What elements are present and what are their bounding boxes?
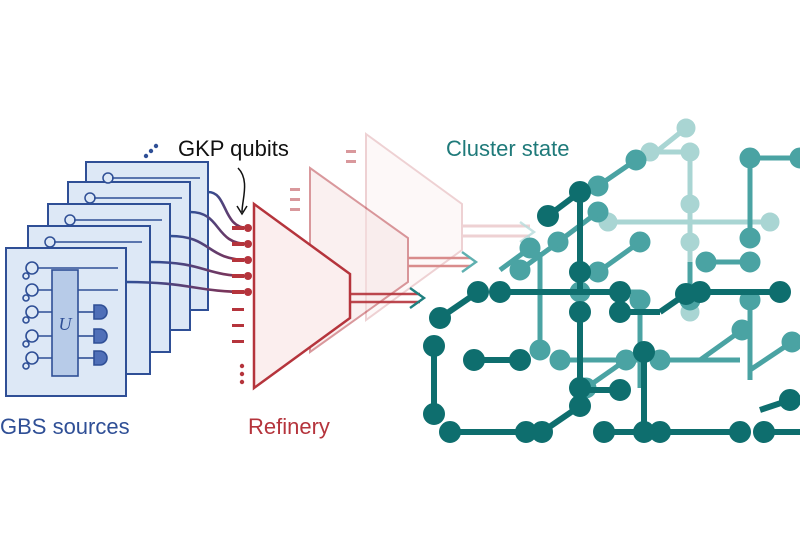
cluster-lattice-light xyxy=(598,118,780,322)
output-arrow xyxy=(408,256,470,268)
cluster-lattice-dark xyxy=(423,181,800,443)
detector-icon xyxy=(93,304,108,320)
detector-icon xyxy=(93,350,108,366)
output-arrow xyxy=(350,292,420,304)
gkp-pointer xyxy=(237,167,246,213)
refinery-front xyxy=(232,201,352,391)
gbs-sources-label: GBS sources xyxy=(0,414,130,439)
unitary-box xyxy=(51,269,79,377)
unitary-label: U xyxy=(59,314,73,334)
cluster-state-label: Cluster state xyxy=(446,136,570,161)
gkp-qubits-label: GKP qubits xyxy=(178,136,289,161)
more-sources-ellipsis xyxy=(143,143,159,159)
gbs-circuit xyxy=(22,261,118,377)
output-arrows xyxy=(350,221,537,309)
refinery-label: Refinery xyxy=(248,414,330,439)
gbs-source-stack: U xyxy=(5,143,209,397)
detector-icon xyxy=(93,328,108,344)
